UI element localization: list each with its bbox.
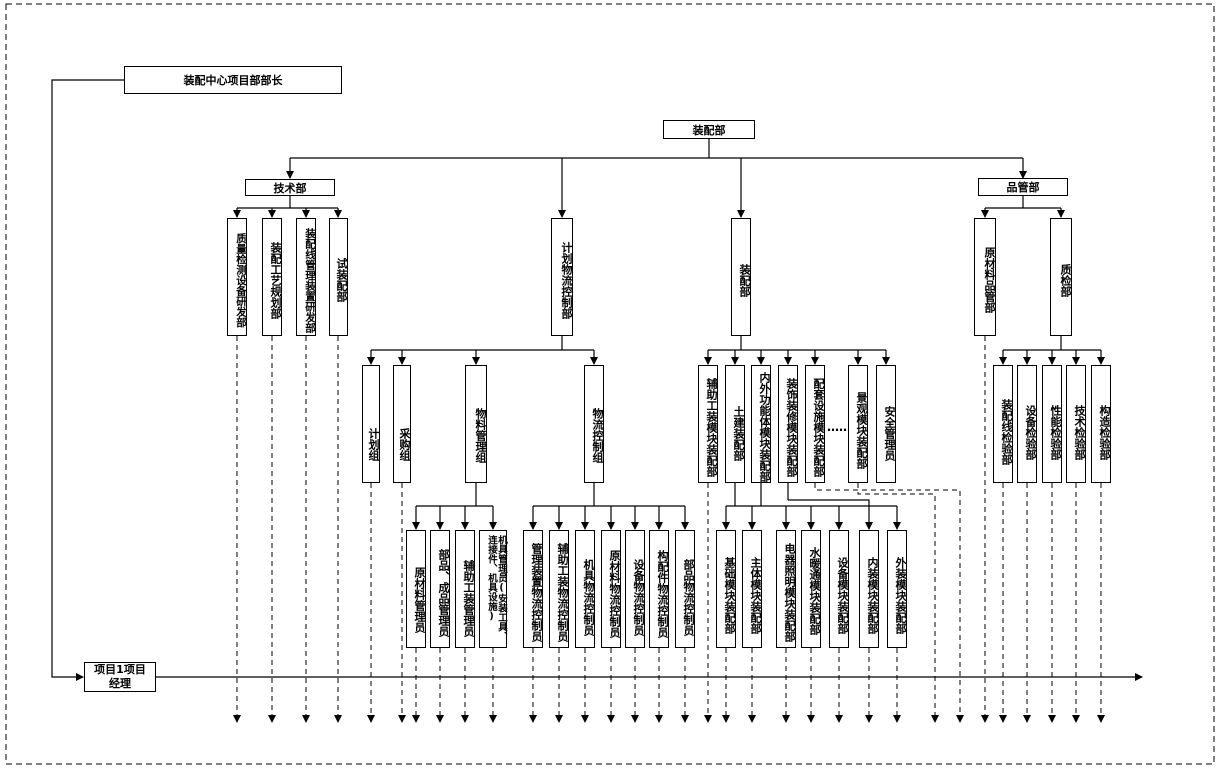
tech-child-1: 质量检测设备研发部 (227, 218, 247, 336)
plan-box: 计划物流控制部 (551, 218, 573, 336)
pm-box: 项目1项目 经理 (84, 662, 156, 692)
plan-group-3: 物料管理组 (465, 365, 487, 483)
quality-child-2: 质检部 (1050, 218, 1072, 336)
assembly-sub-4: 水暖通模块装配部 (801, 530, 821, 648)
assembly-child-3: 内外功能体模块装配部 (751, 365, 771, 483)
logistics-7: 部品物流控制员 (675, 530, 695, 648)
material-3: 辅助工装管理员 (455, 530, 475, 648)
inspect-4: 技术检验部 (1066, 365, 1086, 483)
logistics-4: 原材料物流控制员 (601, 530, 621, 648)
tech-box: 技术部 (245, 179, 335, 196)
material-2: 部品、成品管理员 (430, 530, 450, 648)
head-box: 装配中心项目部部长 (124, 66, 342, 94)
assembly-child-4: 装饰装修模块装配部 (778, 365, 798, 483)
head-to-pm-connector (51, 79, 124, 681)
inspect-5: 构造检验部 (1091, 365, 1111, 483)
assembly-child-7: 安全管理员 (876, 365, 896, 483)
drop-line-extra1 (814, 483, 964, 723)
assembly-sub-7: 外装模块装配部 (887, 530, 907, 648)
logistics-2: 辅助工装物流控制员 (549, 530, 569, 648)
assembly-child-6: 景观模块装配部 (848, 365, 868, 483)
assembly-box: 装配部 (731, 218, 751, 336)
quality-box: 品管部 (978, 178, 1068, 196)
drop-line-extra2 (857, 483, 939, 723)
plan-group-1: 计划组 (362, 365, 380, 483)
pm-line2: 经理 (109, 677, 131, 690)
assembly-child-1: 辅助工装模块装配部 (698, 365, 718, 483)
material-1: 原材料管理员 (406, 530, 426, 648)
logistics-3: 机具物流控制员 (575, 530, 595, 648)
assembly-sub-6: 内装模块装配部 (859, 530, 879, 648)
tech-child-4: 试装配部 (329, 218, 348, 336)
assembly-child-2: 土建装配部 (725, 365, 745, 483)
assembly-sub-link (788, 499, 870, 506)
assembly-sub-2: 主体模块装配部 (742, 530, 762, 648)
pm-line1: 项目1项目 (94, 663, 146, 676)
inspect-3: 性能检验部 (1042, 365, 1062, 483)
root-box: 装配部 (663, 120, 755, 139)
assembly-child-5: 配套设施模块装配部 (805, 365, 825, 483)
assembly-sub-1: 基础模块装配部 (716, 530, 736, 648)
plan-group-4: 物流控制组 (584, 365, 604, 483)
logistics-1: 管理装置物流控制员 (523, 530, 543, 648)
logistics-5: 设备物流控制员 (625, 530, 645, 648)
tech-child-3: 装配线管理装置研发部 (296, 218, 316, 336)
tech-child-2: 装配工艺规划部 (262, 218, 282, 336)
inspect-1: 装配线检验部 (993, 365, 1013, 483)
logistics-6: 构配件物流控制员 (649, 530, 669, 648)
quality-child-1: 原材料品管部 (974, 218, 996, 336)
plan-group-2: 采购组 (393, 365, 411, 483)
assembly-sub-5: 设备模块装配部 (829, 530, 849, 648)
assembly-ellipsis: …… (827, 420, 851, 434)
assembly-sub-3: 电器照明模块装配部 (776, 530, 796, 648)
material-4: 机具管理员(安装工具、连接件、机具设施) (479, 530, 507, 648)
inspect-2: 设备检验部 (1017, 365, 1037, 483)
